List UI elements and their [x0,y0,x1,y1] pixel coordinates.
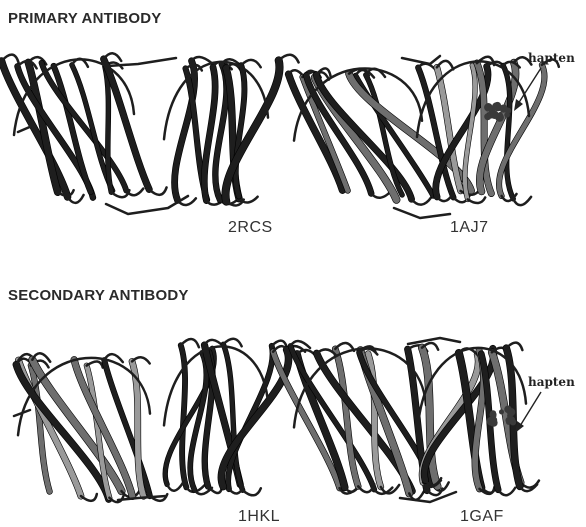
hapten-label-1aj7: hapten [528,51,575,65]
secondary-antibody-title: SECONDARY ANTIBODY [8,287,189,304]
primary-antibody-title: PRIMARY ANTIBODY [8,10,162,27]
structure-label-1gaf: 1GAF [460,508,504,526]
structure-label-1hkl: 1HKL [238,508,280,526]
structure-1aj7-ribbon [290,38,540,224]
structure-1hkl-ribbon [8,320,278,510]
structure-label-2rcs: 2RCS [228,219,273,237]
structure-2rcs-ribbon [8,36,280,222]
structure-label-1aj7: 1AJ7 [450,219,488,237]
hapten-arrow-1aj7 [508,66,548,116]
hapten-arrow-1gaf [508,390,548,440]
hapten-label-1gaf: hapten [528,375,575,389]
structure-1gaf-ribbon [290,320,540,510]
